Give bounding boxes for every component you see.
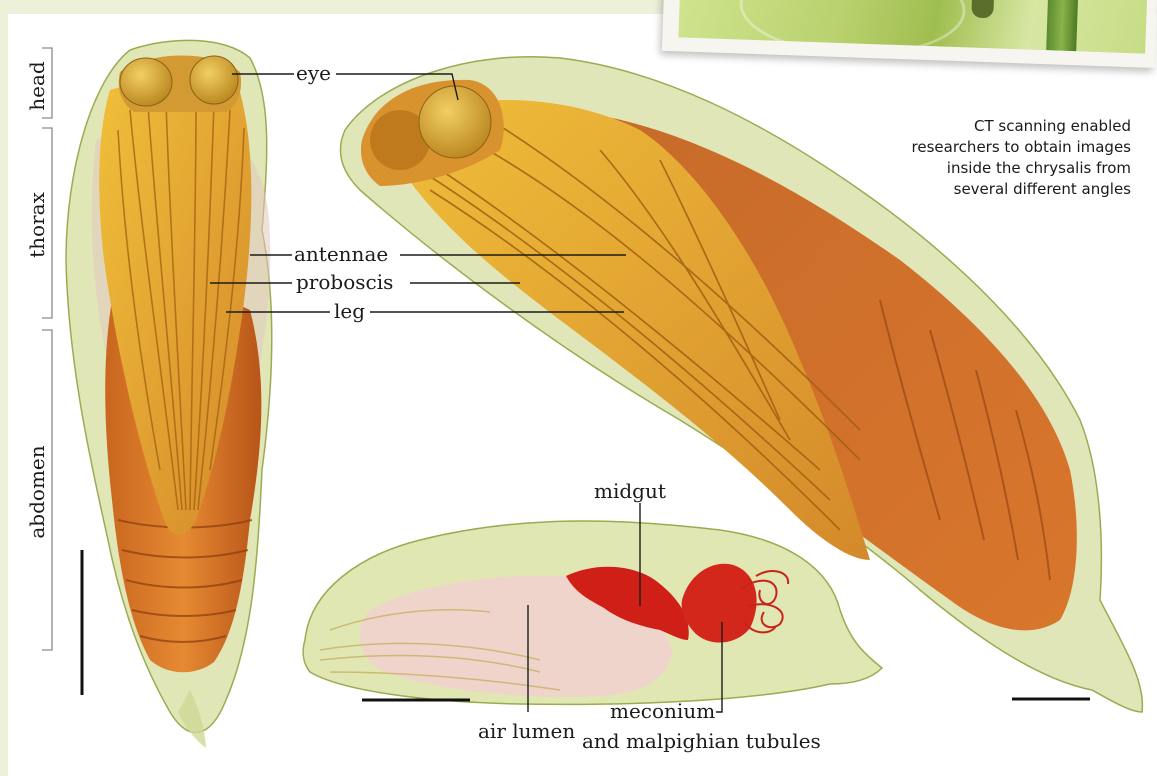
left-eye <box>120 58 172 106</box>
label-meconium: meconium <box>610 699 715 723</box>
label-leg: leg <box>334 299 365 323</box>
region-label-abdomen: abdomen <box>25 445 49 538</box>
region-label-thorax: thorax <box>25 191 49 257</box>
label-malpighian-tubules: and malpighian tubules <box>582 729 821 753</box>
label-air-lumen: air lumen <box>478 719 575 743</box>
lateral-eye <box>419 86 491 158</box>
dorsal-head <box>119 56 241 113</box>
label-midgut: midgut <box>594 479 666 503</box>
label-proboscis: proboscis <box>296 270 393 294</box>
caption-text: CT scanning enabled researchers to obtai… <box>901 116 1131 200</box>
region-label-head: head <box>25 61 49 111</box>
dorsal-view-pupa <box>66 40 272 748</box>
section-view-pupa <box>303 521 882 704</box>
right-eye <box>190 56 238 104</box>
label-eye: eye <box>296 61 331 85</box>
label-antennae: antennae <box>294 242 388 266</box>
region-brackets <box>42 48 52 650</box>
